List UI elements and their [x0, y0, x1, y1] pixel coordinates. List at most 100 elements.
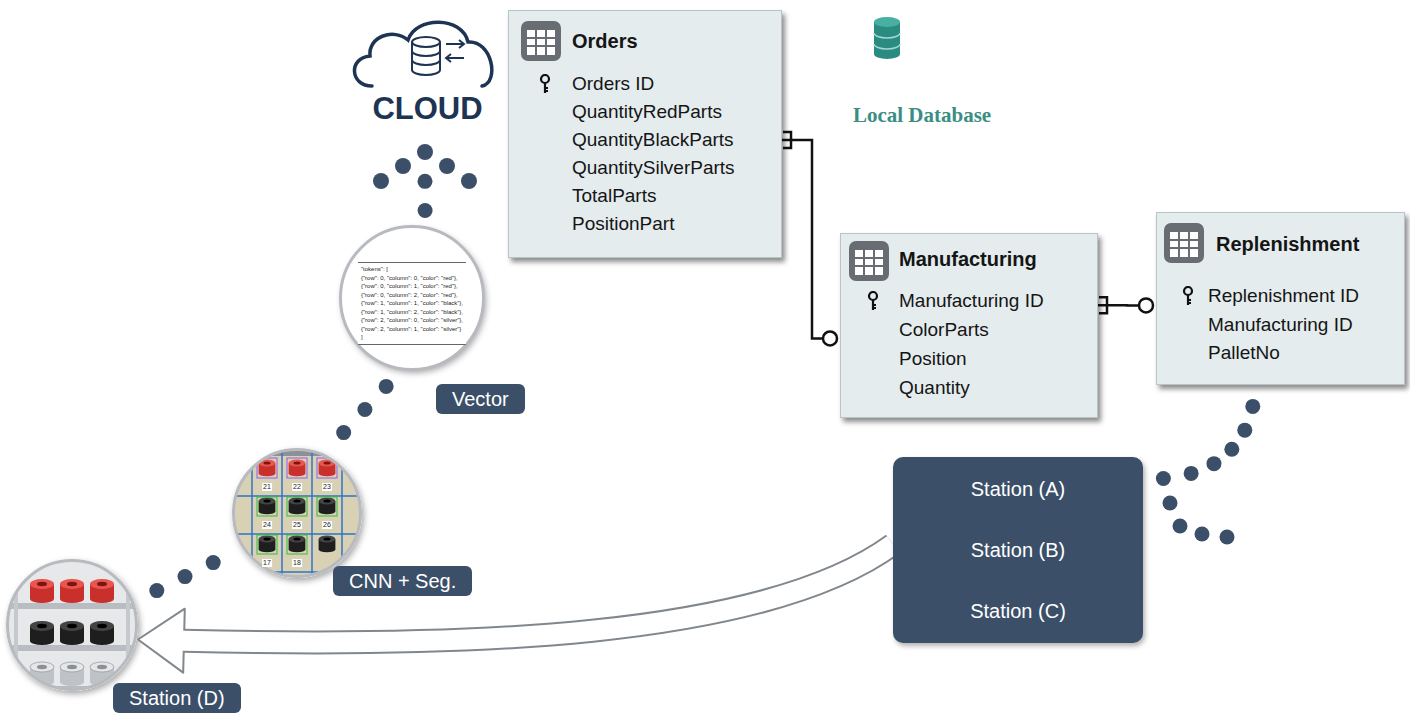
- decorative-dots: [373, 173, 389, 189]
- detection-photo: [259, 536, 276, 553]
- station-name: Station (A): [971, 477, 1065, 501]
- field-name: Replenishment ID: [1208, 284, 1359, 308]
- shelf-photo: [60, 662, 84, 686]
- table-icon: [849, 241, 889, 281]
- decorative-dots: [395, 158, 411, 174]
- arrow-body: [181, 544, 893, 642]
- detection-photo: [230, 446, 365, 580]
- decorative-dots: [1163, 496, 1178, 511]
- connector-dot: [418, 203, 433, 218]
- json-line: {"row": 0, "column": 0, "color": "red"},: [361, 274, 463, 283]
- detection-photo: [289, 498, 306, 515]
- table-title: Manufacturing: [899, 247, 1037, 271]
- station-name: Station (C): [970, 599, 1066, 623]
- shelf-photo: [0, 555, 150, 695]
- arrowhead: [138, 609, 185, 673]
- json-line: {"row": 1, "column": 2, "color": "black"…: [361, 308, 463, 317]
- field-name: Quantity: [899, 376, 970, 400]
- shelf-photo: [14, 555, 18, 695]
- json-line: {"row": 0, "column": 1, "color": "red"},: [361, 282, 463, 291]
- field-name: Manufacturing ID: [899, 289, 1044, 313]
- slot-number: 18: [292, 559, 302, 567]
- station-panel: Station (A) Station (B) Station (C): [893, 457, 1143, 643]
- table-icon: [1170, 232, 1198, 257]
- field-name: QuantitySilverParts: [572, 156, 735, 180]
- cloud-icon: [412, 51, 440, 65]
- many-marker: [823, 331, 837, 345]
- json-line: "tokens": [: [361, 265, 463, 274]
- table-icon: [521, 21, 561, 61]
- slot-number: 24: [262, 521, 272, 529]
- field-name: QuantityBlackParts: [572, 128, 734, 152]
- shelf-photo: [90, 662, 114, 686]
- table-icon: [855, 250, 883, 275]
- database-icon: [874, 17, 900, 27]
- detection-photo: [287, 497, 307, 516]
- detection-photo: [317, 458, 337, 478]
- database-label: Local Database: [853, 102, 991, 128]
- circle-tag: CNN + Seg.: [333, 566, 472, 596]
- database-icon: [874, 33, 900, 49]
- detection-photo: [230, 446, 365, 581]
- field-name: ColorParts: [899, 318, 989, 342]
- detection-photo: [259, 460, 276, 477]
- connector-dot: [1224, 442, 1239, 457]
- decorative-dots: [1195, 527, 1210, 542]
- decorative-dots: [461, 173, 477, 189]
- detection-photo: [257, 497, 277, 516]
- detection-photo: [319, 536, 336, 553]
- table-icon: [521, 21, 561, 61]
- connector-dot: [178, 569, 193, 584]
- table-icon: [521, 21, 561, 61]
- json-line: {"row": 1, "column": 1, "color": "black"…: [361, 299, 463, 308]
- field-name: TotalParts: [572, 184, 656, 208]
- many-marker: [1139, 298, 1153, 312]
- shelf-photo: [30, 579, 54, 603]
- detection-photo: [257, 535, 277, 554]
- primary-key-icon: [539, 74, 551, 94]
- dotted-connector: [336, 379, 393, 440]
- detection-photo: [287, 535, 307, 554]
- relationship-line: [782, 132, 837, 345]
- table-title: Replenishment: [1216, 232, 1359, 256]
- station-name: Station (B): [971, 538, 1065, 562]
- connector-dot: [336, 425, 351, 440]
- flow-arrow: [138, 544, 893, 672]
- database-icon: [874, 22, 900, 59]
- field-name: PalletNo: [1208, 341, 1280, 365]
- one-marker: [1099, 297, 1107, 313]
- detection-photo: [289, 536, 306, 553]
- field-name: Orders ID: [572, 72, 654, 96]
- primary-key-icon: [545, 83, 548, 93]
- detection-photo: [257, 497, 337, 554]
- decorative-dots: [417, 144, 433, 160]
- table-icon: [527, 30, 555, 55]
- detection-photo: [317, 497, 337, 516]
- slot-number: 25: [292, 521, 302, 529]
- shelf-photo: [90, 621, 114, 645]
- vector-circle-ground: [340, 226, 484, 370]
- cloud-node: CLOUD: [360, 18, 495, 128]
- connector-part: [1098, 304, 1139, 307]
- table-icon: [1164, 223, 1204, 263]
- slot-number: 21: [262, 483, 272, 491]
- connector-dot: [206, 555, 221, 570]
- primary-key-icon: [1188, 295, 1191, 305]
- connector-dot: [1156, 471, 1171, 486]
- connector-dot: [357, 402, 372, 417]
- dotted-connector: [149, 555, 220, 598]
- database-table: ReplenishmentReplenishment IDManufacturi…: [1156, 212, 1405, 385]
- shelf-photo: [126, 555, 130, 695]
- json-line: ]: [361, 333, 463, 342]
- primary-key-icon: [867, 291, 879, 311]
- field-name: PositionPart: [572, 212, 674, 236]
- slot-number: 17: [262, 559, 272, 567]
- connector-dot: [417, 174, 432, 189]
- slot-number: 22: [292, 483, 302, 491]
- cloud-label: CLOUD: [360, 92, 495, 126]
- cloud-icon: [412, 37, 440, 75]
- shelf-photo: [30, 662, 54, 686]
- connector-dot: [149, 583, 164, 598]
- primary-key-icon: [1184, 287, 1192, 295]
